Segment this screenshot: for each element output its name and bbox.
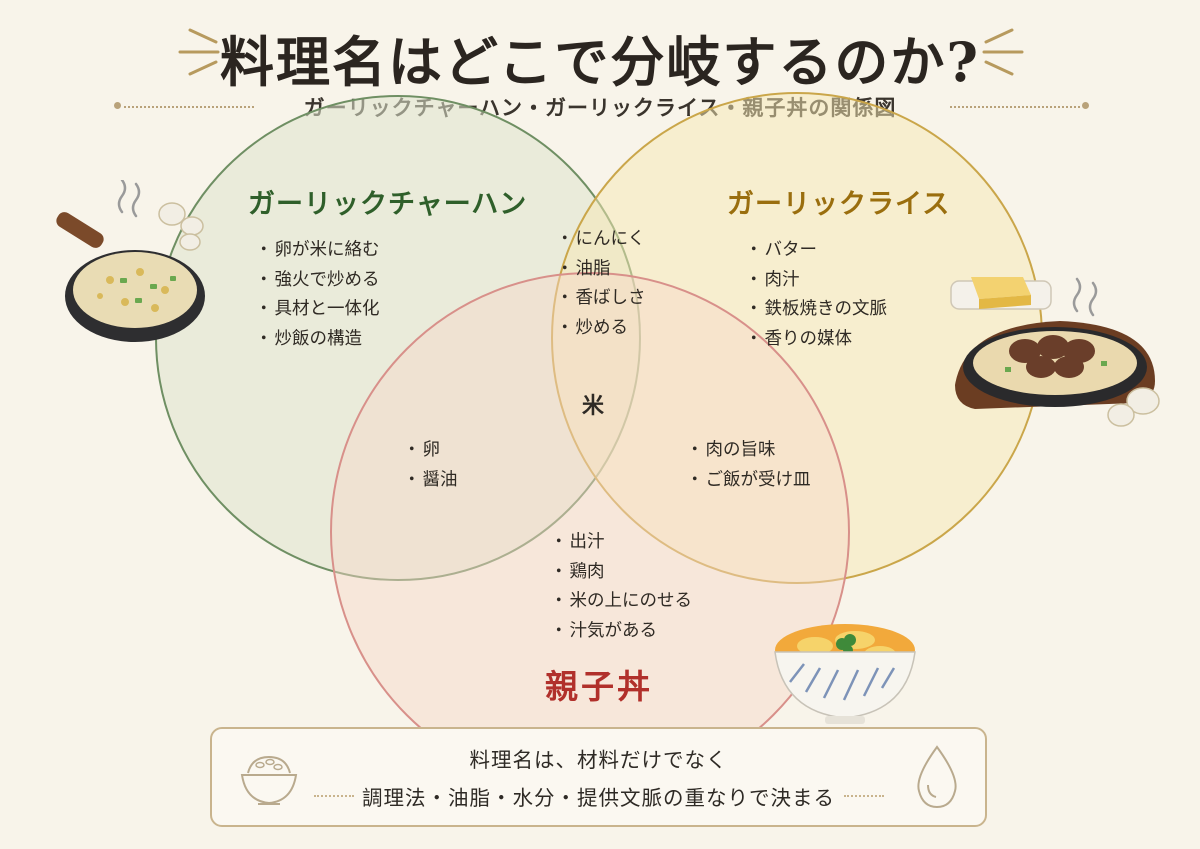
list-item: 炒める	[556, 314, 646, 344]
center-overlap-label: 米	[582, 394, 605, 419]
summary-line-2: 調理法・油脂・水分・提供文脈の重なりで決まる	[362, 786, 835, 810]
list-item: 醤油	[403, 466, 458, 496]
list-item: 肉の旨味	[686, 436, 811, 466]
title-rays-left-icon	[178, 28, 220, 76]
garlic-steak-sizzling-plate-icon	[950, 277, 1160, 427]
subtitle-dot-left	[114, 102, 121, 109]
subtitle-rule-right	[950, 106, 1080, 108]
subtitle-rule-left	[124, 106, 254, 108]
rice-bowl-icon	[240, 755, 298, 805]
list-item: 汁気がある	[550, 617, 692, 647]
list-item: 米の上にのせる	[550, 587, 693, 617]
water-drop-icon	[917, 745, 957, 809]
list-rice-oyako-overlap: 肉の旨味 ご飯が受け皿	[686, 436, 811, 495]
summary-dots-left	[314, 795, 354, 797]
list-chahan-rice-overlap: にんにく 油脂 香ばしさ 炒める	[556, 225, 646, 343]
garlic-bulb-icon	[158, 202, 204, 251]
list-item: 香ばしさ	[556, 284, 646, 314]
list-item: 出汁	[550, 528, 692, 558]
set-label-garlic-fried-rice: ガーリックチャーハン	[248, 189, 528, 220]
oyakodon-bowl-icon	[774, 624, 916, 724]
summary-dots-right	[844, 795, 884, 797]
list-garlic-rice: バター 肉汁 鉄板焼きの文脈 香りの媒体	[745, 236, 888, 355]
list-item: ご飯が受け皿	[686, 466, 811, 496]
list-item: にんにく	[556, 225, 646, 255]
list-item: 強火で炒める	[255, 266, 380, 296]
title-rays-right-icon	[982, 28, 1024, 76]
list-item: 油脂	[556, 255, 646, 285]
list-oyakodon: 出汁 鶏肉 米の上にのせる 汁気がある	[550, 528, 693, 647]
summary-box: 料理名は、材料だけでなく 調理法・油脂・水分・提供文脈の重なりで決まる	[210, 727, 987, 827]
list-item: 卵が米に絡む	[255, 236, 380, 266]
garlic-bulb-icon	[1107, 387, 1160, 427]
list-item: 鉄板焼きの文脈	[745, 295, 888, 325]
list-garlic-fried-rice: 卵が米に絡む 強火で炒める 具材と一体化 炒飯の構造	[255, 236, 380, 354]
list-item: 炒飯の構造	[255, 325, 380, 355]
list-item: 香りの媒体	[745, 325, 887, 355]
list-item: 卵	[403, 436, 458, 466]
set-label-oyakodon: 親子丼	[545, 667, 653, 706]
summary-line-1: 料理名は、材料だけでなく	[469, 748, 728, 772]
list-item: 鶏肉	[550, 558, 692, 588]
list-item: バター	[745, 236, 887, 266]
list-item: 肉汁	[745, 266, 887, 296]
list-chahan-oyako-overlap: 卵 醤油	[403, 436, 458, 495]
butter-dish-icon	[950, 277, 1052, 310]
set-label-garlic-rice: ガーリックライス	[727, 189, 951, 220]
list-item: 具材と一体化	[255, 295, 380, 325]
page-title: 料理名はどこで分岐するのか?	[219, 30, 981, 94]
subtitle-dot-right	[1082, 102, 1089, 109]
fried-rice-pan-icon	[56, 180, 205, 342]
